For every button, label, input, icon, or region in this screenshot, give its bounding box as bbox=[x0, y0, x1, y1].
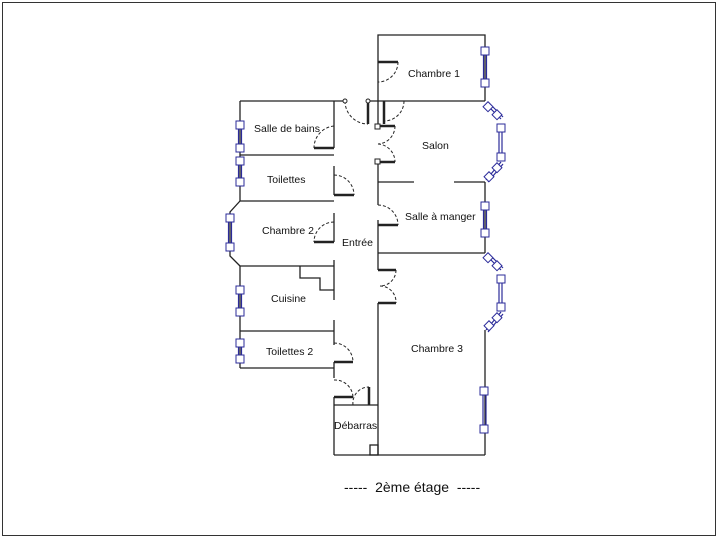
room-labels: Chambre 1 Salle de bains Salon Toilettes… bbox=[254, 68, 476, 432]
label-chambre3: Chambre 3 bbox=[411, 343, 463, 355]
label-debarras: Débarras bbox=[334, 420, 377, 432]
label-salon: Salon bbox=[422, 140, 449, 152]
window-toilettes bbox=[235, 156, 245, 187]
label-chambre1: Chambre 1 bbox=[408, 68, 460, 80]
label-salle-a-manger: Salle à manger bbox=[405, 211, 476, 223]
bay-window-chambre3 bbox=[482, 252, 506, 333]
window-toilettes2 bbox=[235, 338, 245, 364]
bay-window-salon bbox=[482, 101, 506, 183]
label-toilettes: Toilettes bbox=[267, 174, 306, 186]
floor-caption: ----- 2ème étage ----- bbox=[344, 479, 480, 495]
window-chambre3 bbox=[479, 386, 489, 434]
window-salle-a-manger bbox=[480, 201, 490, 238]
label-salle-de-bains: Salle de bains bbox=[254, 123, 320, 135]
windows bbox=[225, 46, 506, 434]
label-cuisine: Cuisine bbox=[271, 293, 306, 305]
label-chambre2: Chambre 2 bbox=[262, 225, 314, 237]
doors bbox=[313, 60, 405, 406]
window-sdb bbox=[235, 120, 245, 153]
window-chambre2 bbox=[225, 213, 235, 252]
label-entree: Entrée bbox=[342, 237, 373, 249]
window-chambre1 bbox=[480, 46, 490, 88]
label-toilettes2: Toilettes 2 bbox=[266, 346, 313, 358]
window-cuisine bbox=[235, 285, 245, 317]
